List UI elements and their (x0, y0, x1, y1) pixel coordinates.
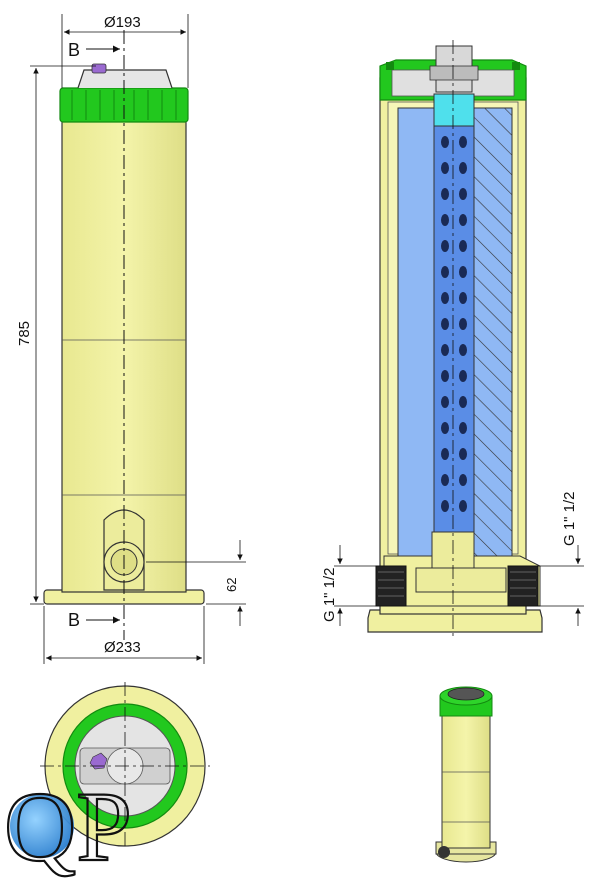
section-mark-top: B (68, 40, 120, 60)
thread-right-label: G 1" 1/2 (561, 491, 578, 546)
cartridge-core (433, 125, 475, 541)
vent-knob (91, 63, 107, 74)
dim-top-diameter: Ø193 (61, 14, 189, 88)
cartridge-left (397, 107, 435, 557)
section-base (367, 609, 543, 633)
core-holes (441, 136, 467, 512)
brand-logo: QP (3, 770, 133, 883)
dim-bottom-diameter: Ø233 (43, 606, 205, 664)
section-view (367, 40, 543, 640)
thread-left-label: G 1" 1/2 (321, 567, 338, 622)
inlet-thread (375, 565, 407, 607)
front-view (43, 30, 205, 640)
front-handle (77, 69, 173, 89)
top-diameter-label: Ø193 (104, 14, 141, 31)
section-mark-bottom: B (68, 610, 120, 630)
section-letter-top: B (68, 40, 80, 60)
dim-thread-left: G 1" 1/2 (321, 545, 376, 626)
dim-thread-right: G 1" 1/2 (538, 491, 584, 626)
iso-body (441, 713, 491, 849)
top-view-vent (89, 752, 108, 770)
section-letter-bottom: B (68, 610, 80, 630)
iso-view (435, 686, 497, 863)
height-label: 785 (16, 321, 33, 346)
dim-inlet-height: 62 (146, 540, 246, 626)
bottom-diameter-label: Ø233 (104, 639, 141, 656)
top-view (40, 682, 210, 850)
iso-inlet (438, 846, 450, 858)
outlet-thread (507, 565, 539, 607)
logo-text: QP (4, 771, 132, 882)
dim-height: 785 (16, 65, 96, 605)
core-cap (433, 93, 475, 127)
cartridge-right (473, 107, 513, 557)
inlet-height-label: 62 (224, 578, 239, 592)
